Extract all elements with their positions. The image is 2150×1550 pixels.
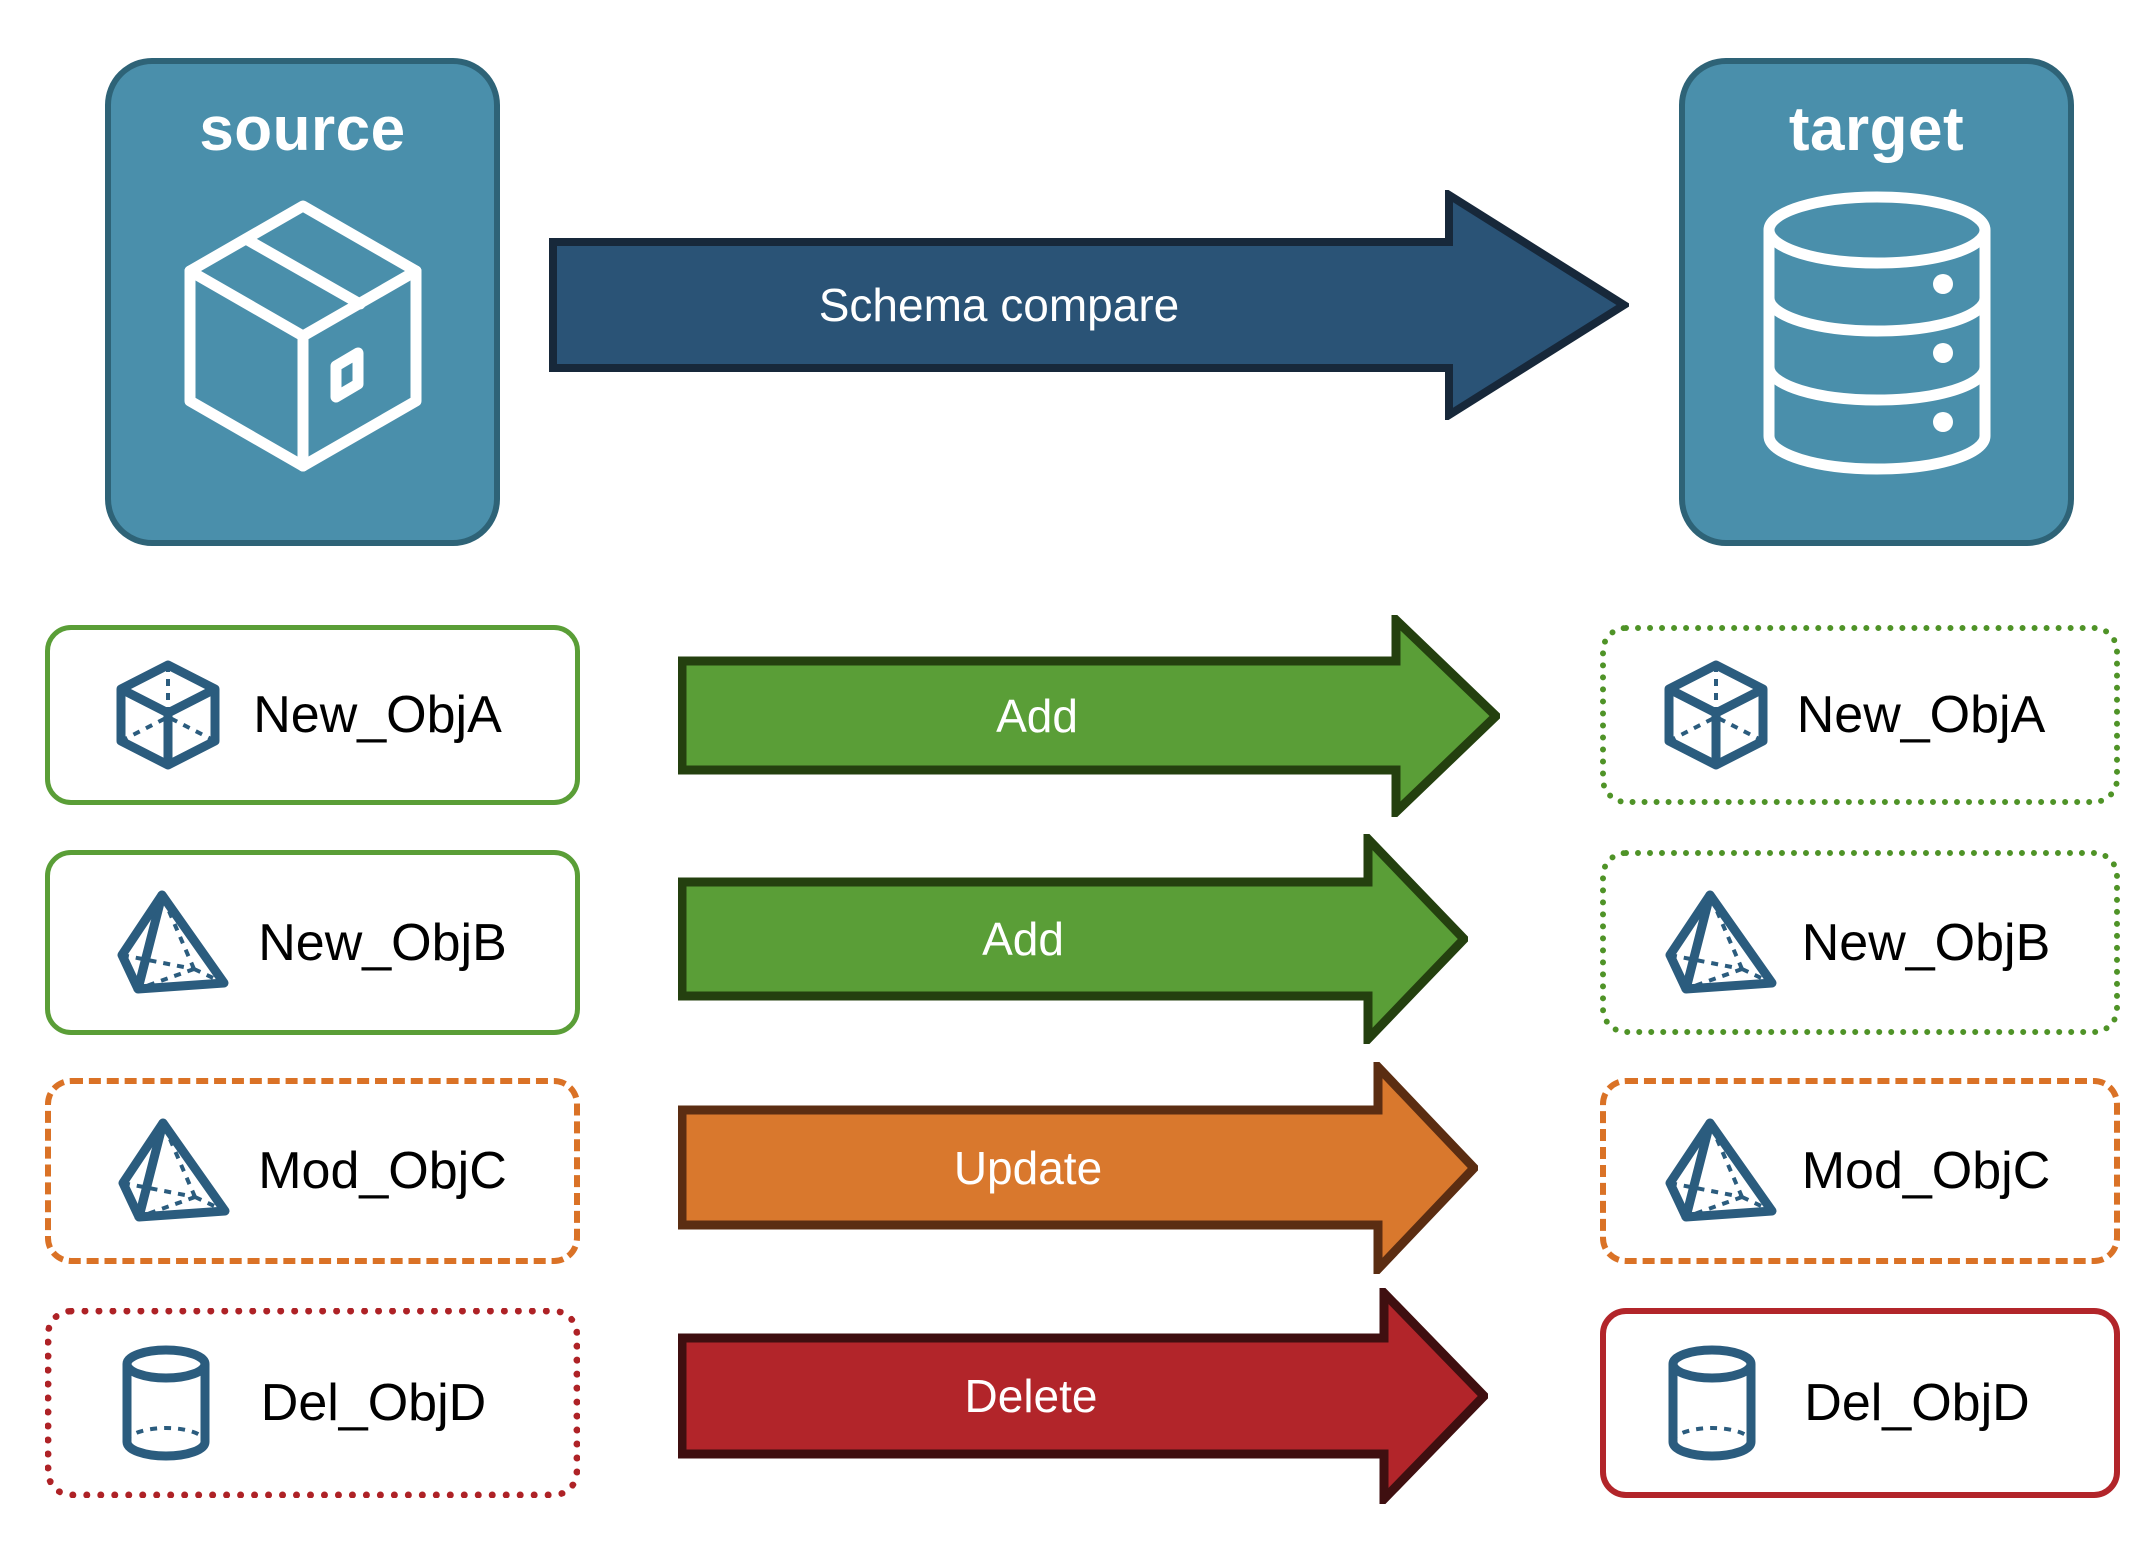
source-panel-title: source xyxy=(199,95,406,164)
table-row: Del_ObjD Delete Del_ObjD xyxy=(0,1281,2150,1511)
wireframe-cube-icon xyxy=(114,659,222,771)
delete-arrow-row4[interactable]: Delete xyxy=(677,1281,1491,1511)
right-arrow-icon xyxy=(549,187,1632,423)
source-object-label: Del_ObjD xyxy=(260,1374,487,1432)
wireframe-cylinder-icon xyxy=(1662,1344,1762,1462)
right-arrow-icon xyxy=(677,827,1471,1051)
schema-compare-arrow[interactable]: Schema compare xyxy=(549,187,1632,423)
wireframe-cylinder-icon xyxy=(116,1344,216,1462)
update-arrow-row3[interactable]: Update xyxy=(677,1055,1481,1281)
target-object-label: Del_ObjD xyxy=(1804,1374,2030,1432)
right-arrow-icon xyxy=(677,609,1503,823)
table-row: New_ObjB Add xyxy=(0,827,2150,1051)
target-panel-shape xyxy=(1679,58,2074,546)
target-object-mod-objc[interactable]: Mod_ObjC xyxy=(1600,1078,2120,1264)
target-object-label: New_ObjA xyxy=(1796,686,2046,744)
target-object-new-obja[interactable]: New_ObjA xyxy=(1600,625,2120,805)
wireframe-pyramid-icon xyxy=(114,887,232,999)
source-object-mod-objc[interactable]: Mod_ObjC xyxy=(45,1078,580,1264)
target-object-label: New_ObjB xyxy=(1801,913,2051,972)
target-panel[interactable]: target xyxy=(1679,58,2074,546)
wireframe-pyramid-icon xyxy=(1662,887,1780,999)
add-arrow-row1[interactable]: Add xyxy=(677,609,1503,823)
source-object-del-objd[interactable]: Del_ObjD xyxy=(45,1308,580,1498)
source-object-label: Mod_ObjC xyxy=(258,1142,507,1200)
target-panel-title: target xyxy=(1788,95,1965,164)
source-panel-shape xyxy=(105,58,500,546)
source-object-new-obja[interactable]: New_ObjA xyxy=(45,625,580,805)
add-arrow-row2[interactable]: Add xyxy=(677,827,1471,1051)
wireframe-pyramid-icon xyxy=(115,1115,233,1227)
target-object-label: Mod_ObjC xyxy=(1801,1142,2051,1200)
right-arrow-icon xyxy=(677,1055,1481,1281)
source-panel[interactable]: source xyxy=(105,58,500,546)
table-row: New_ObjA Add xyxy=(0,609,2150,825)
wireframe-pyramid-icon xyxy=(1662,1115,1780,1227)
source-object-new-objb[interactable]: New_ObjB xyxy=(45,850,580,1035)
source-object-label: New_ObjB xyxy=(258,913,507,972)
database-cylinder-icon xyxy=(1679,188,2074,488)
table-row: Mod_ObjC Update xyxy=(0,1055,2150,1281)
wireframe-cube-icon xyxy=(1662,659,1770,771)
package-box-icon xyxy=(105,188,500,488)
right-arrow-icon xyxy=(677,1281,1491,1511)
target-object-del-objd[interactable]: Del_ObjD xyxy=(1600,1308,2120,1498)
source-object-label: New_ObjA xyxy=(253,686,502,744)
target-object-new-objb[interactable]: New_ObjB xyxy=(1600,850,2120,1035)
